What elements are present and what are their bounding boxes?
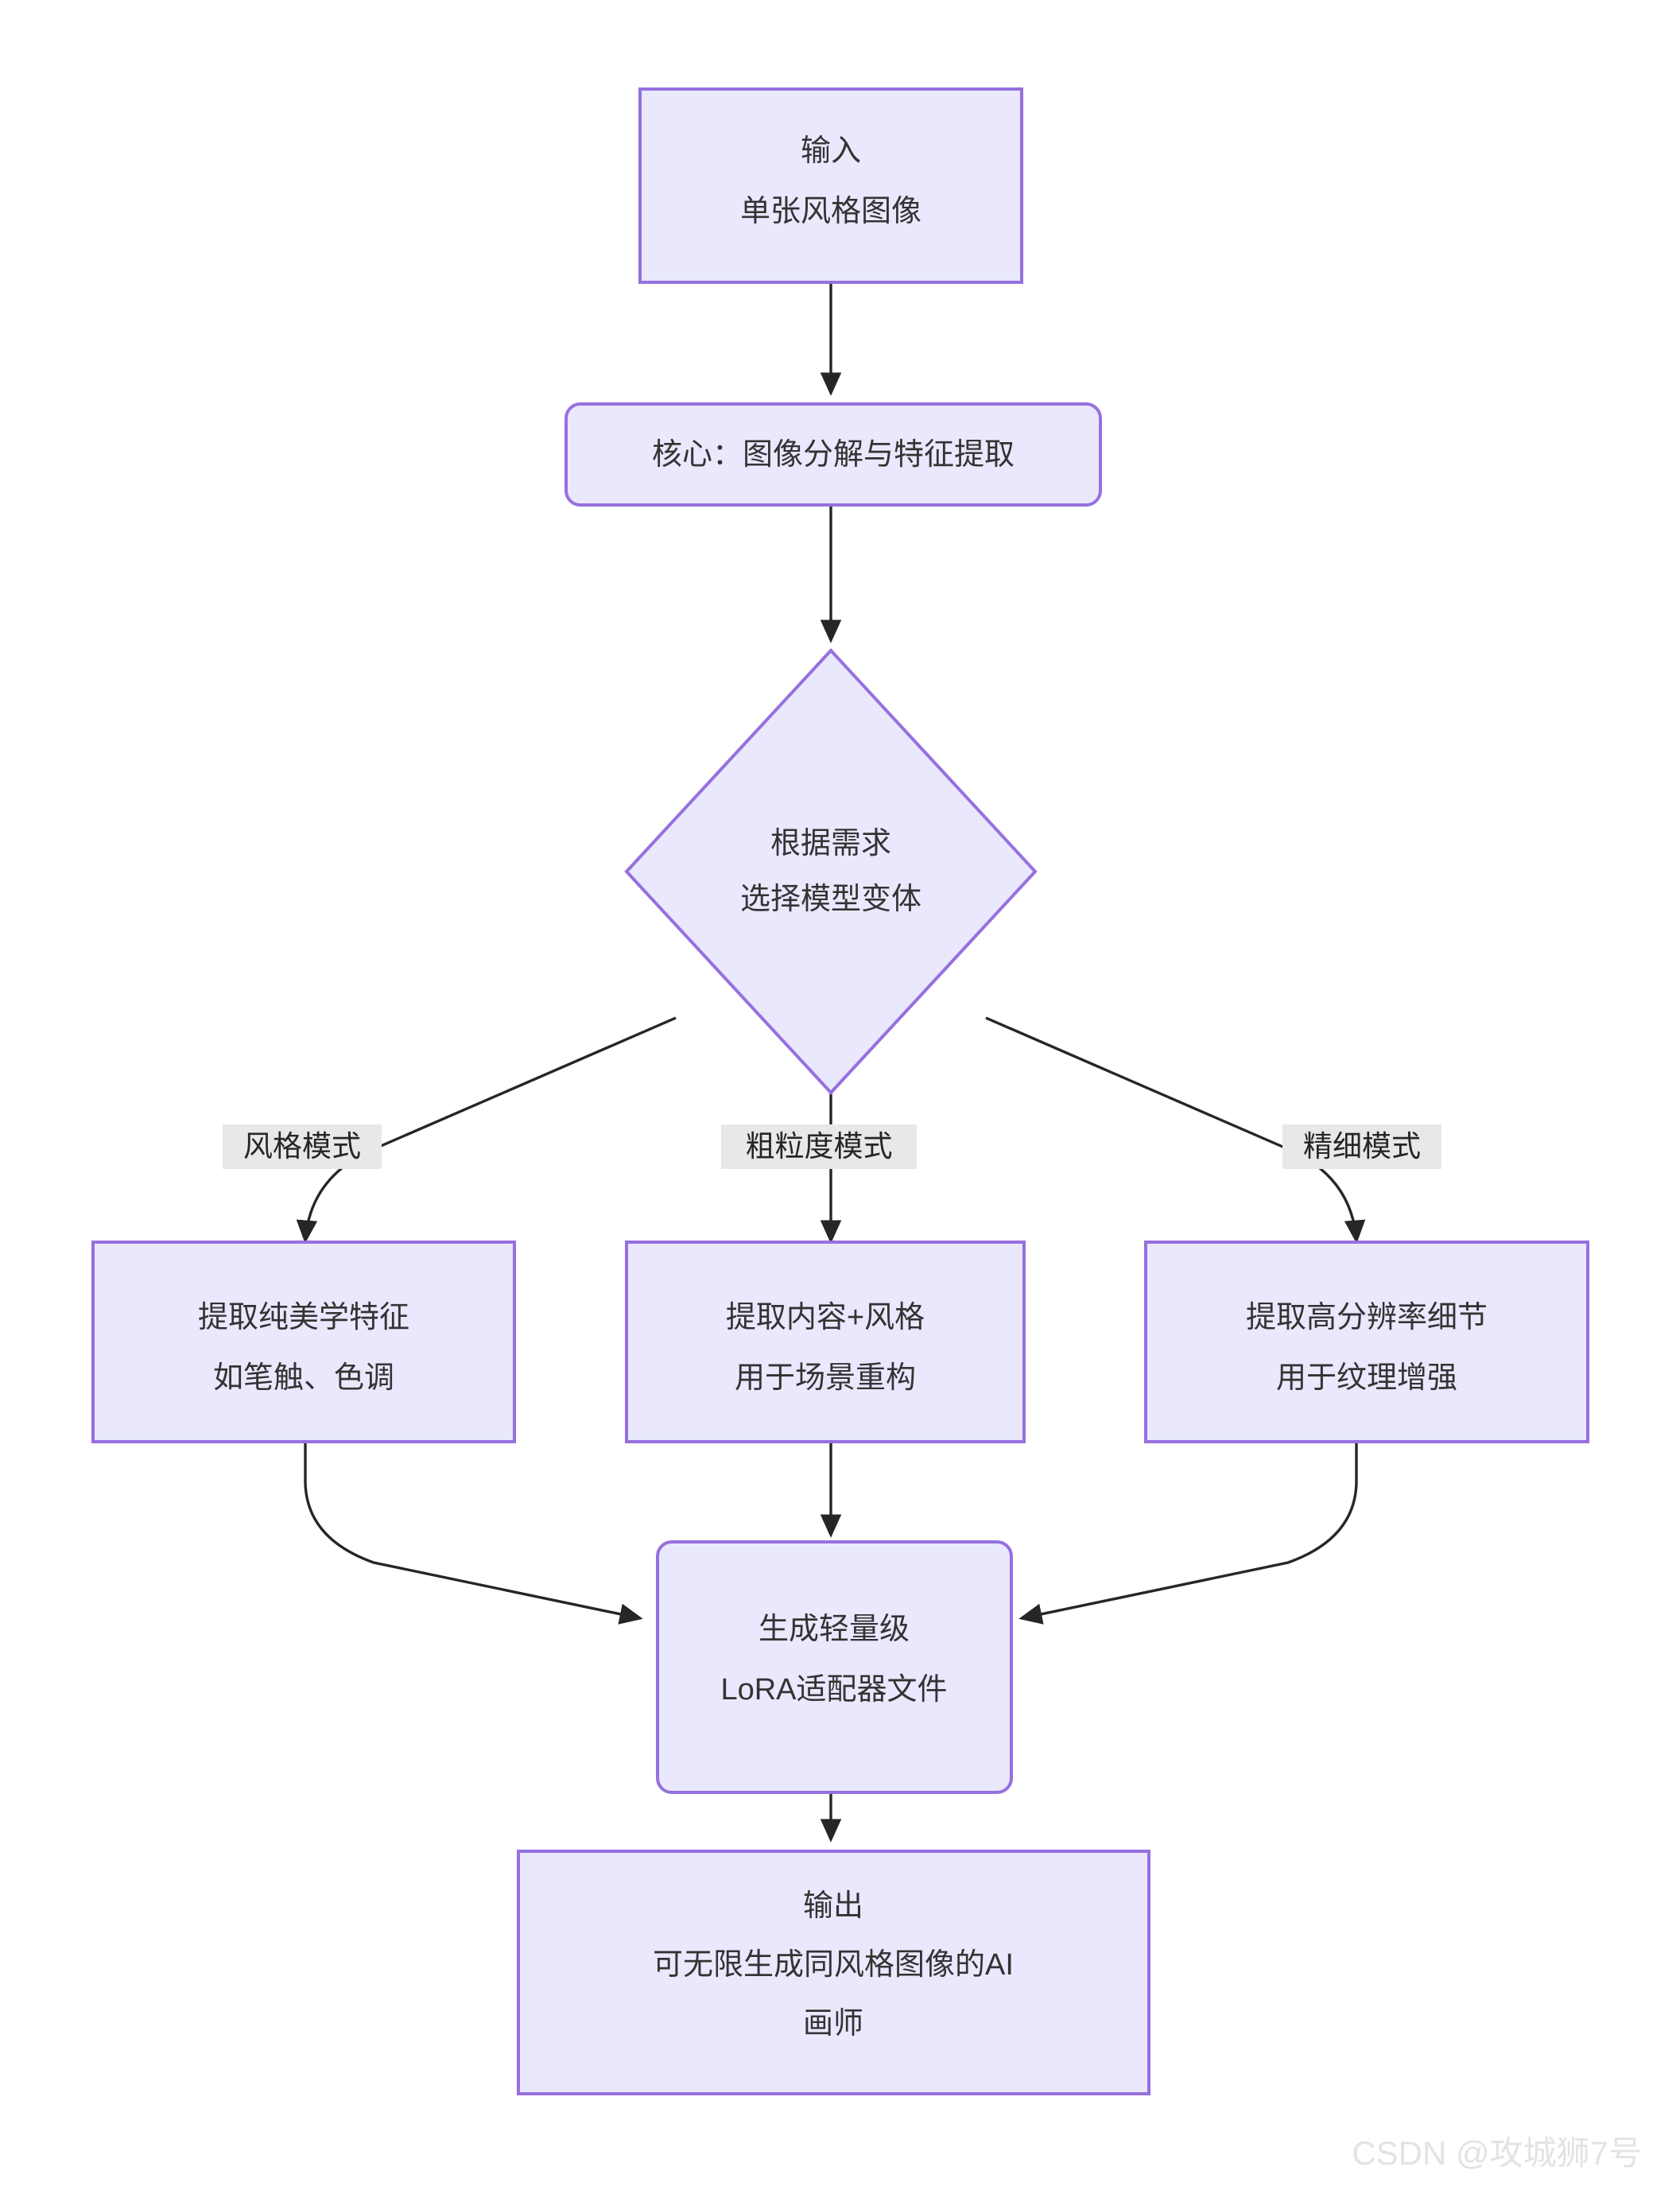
edge-label-style-text: 风格模式	[243, 1130, 361, 1163]
node-style-mode-shape	[91, 1241, 516, 1443]
node-decision-shape	[624, 648, 1038, 1095]
node-style-mode[interactable]: 提取纯美学特征 如笔触、色调	[91, 1241, 516, 1443]
node-decision-line-1: 根据需求	[770, 827, 891, 860]
node-output-shape	[517, 1850, 1150, 2095]
node-lora[interactable]: 生成轻量级 LoRA适配器文件	[656, 1540, 1013, 1794]
node-lora-line-1: 生成轻量级	[759, 1613, 910, 1646]
edge-label-fine-bg	[1282, 1124, 1441, 1169]
edge-label-coarse-text: 粗粒度模式	[746, 1130, 893, 1163]
node-fine-mode-line-1: 提取高分辨率细节	[1246, 1301, 1488, 1334]
node-output-line-3: 画师	[803, 2007, 863, 2041]
node-decision[interactable]: 根据需求 选择模型变体	[624, 648, 1038, 1095]
node-core[interactable]: 核心：图像分解与特征提取	[565, 402, 1102, 507]
node-lora-line-2: LoRA适配器文件	[720, 1673, 947, 1707]
node-fine-mode-line-2: 用于纹理增强	[1276, 1361, 1457, 1395]
edge-label-coarse: 粗粒度模式	[721, 1124, 917, 1169]
node-input-shape	[638, 87, 1023, 284]
node-input-line-2: 单张风格图像	[740, 195, 921, 228]
node-fine-mode-shape	[1144, 1241, 1589, 1443]
node-core-shape	[565, 402, 1102, 507]
edge-fine-mode-to-lora	[1018, 1442, 1358, 1625]
node-input-line-1: 输入	[801, 134, 861, 168]
edge-label-style: 风格模式	[223, 1124, 382, 1169]
node-output[interactable]: 输出 可无限生成同风格图像的AI 画师	[517, 1850, 1150, 2095]
edge-label-style-bg	[223, 1124, 382, 1169]
node-output-line-2: 可无限生成同风格图像的AI	[653, 1948, 1014, 1982]
node-coarse-mode-line-1: 提取内容+风格	[726, 1301, 925, 1334]
edge-label-coarse-bg	[721, 1124, 917, 1169]
edge-label-fine-text: 精细模式	[1303, 1130, 1421, 1163]
node-coarse-mode-line-2: 用于场景重构	[735, 1361, 916, 1395]
csdn-watermark: CSDN @攻城狮7号	[1352, 2134, 1642, 2172]
node-decision-line-2: 选择模型变体	[740, 883, 921, 916]
edge-style-mode-to-lora	[304, 1442, 643, 1625]
edge-label-fine: 精细模式	[1282, 1124, 1441, 1169]
node-style-mode-line-2: 如笔触、色调	[213, 1361, 394, 1395]
node-coarse-mode[interactable]: 提取内容+风格 用于场景重构	[625, 1241, 1026, 1443]
node-coarse-mode-shape	[625, 1241, 1026, 1443]
node-style-mode-line-1: 提取纯美学特征	[198, 1301, 409, 1334]
node-core-label: 核心：图像分解与特征提取	[652, 438, 1015, 472]
node-input[interactable]: 输入 单张风格图像	[638, 87, 1023, 284]
node-output-line-1: 输出	[803, 1889, 863, 1923]
node-fine-mode[interactable]: 提取高分辨率细节 用于纹理增强	[1144, 1241, 1589, 1443]
node-lora-shape	[656, 1540, 1013, 1794]
